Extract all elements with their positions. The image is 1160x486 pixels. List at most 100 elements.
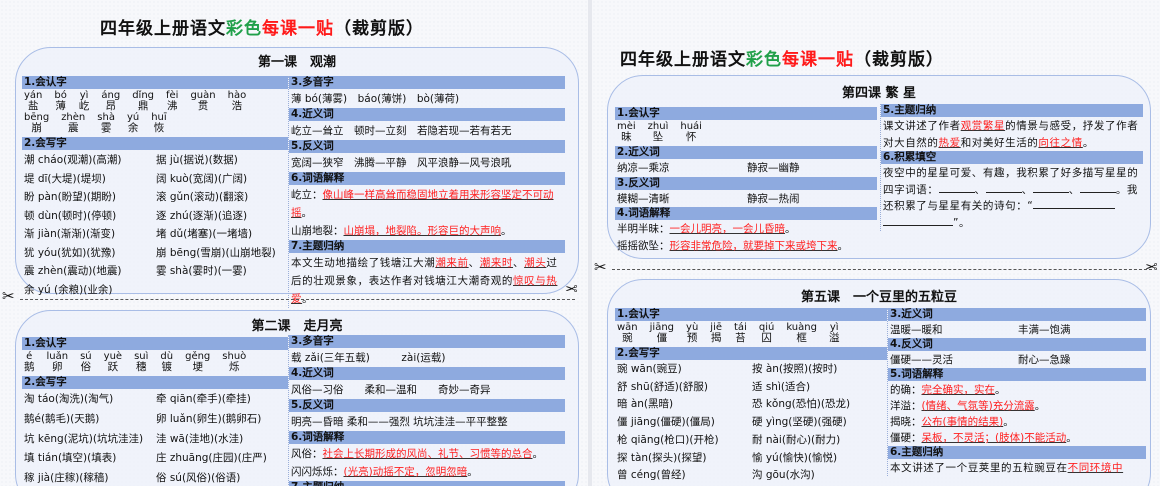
word-row: 温暖—暖和丰满—饱满	[888, 322, 1146, 338]
pinyin: shà	[97, 112, 115, 123]
pinyin: fèi	[166, 90, 179, 101]
pinyin: suì	[134, 351, 149, 362]
word-entry: 震 zhèn(震动)(地震)	[24, 265, 122, 277]
word-row: 堤 dī(大堤)(堤坝)阔 kuò(宽阔)(广阔)	[22, 170, 288, 189]
lesson-title: 第一课 观潮	[257, 55, 336, 70]
text-line: 风俗—习俗 柔和—温和 奇妙—奇异	[291, 384, 491, 396]
character: 溢	[828, 332, 840, 344]
fill-in-blank[interactable]	[883, 216, 953, 226]
pinyin: sú	[80, 351, 92, 362]
character: 框	[796, 332, 807, 344]
column-right: 3.多音字载 zǎi(三年五载) zài(运载)4.近义词风俗—习俗 柔和—温和…	[288, 335, 565, 486]
fill-in-blank[interactable]	[938, 183, 975, 193]
word-entry: 恐 kǒng(恐怕)(恐龙)	[752, 398, 851, 411]
fill-in-blank[interactable]	[1032, 183, 1069, 193]
word-row: 犹 yóu(犹如)(犹豫) 崩 bēng(雪崩)(山崩地裂)	[22, 244, 288, 263]
word-row: 曾 céng(曾经)沟 gōu(水沟)	[615, 467, 887, 485]
word-entry: 崩 bēng(雪崩)(山崩地裂)	[156, 246, 276, 259]
definition-term: 揭晓：	[890, 416, 922, 428]
highlighted-answer: 潮来前	[435, 257, 469, 269]
section-heading: 6.主题归纳	[888, 446, 1146, 459]
word-entry: 温暖—暖和	[890, 324, 943, 336]
section-heading: 7.主题归纳	[289, 481, 565, 486]
character: 鹅	[24, 361, 35, 373]
definition-answer: (情绪、气氛等)充分流露	[921, 400, 1035, 412]
character: 昧	[621, 131, 632, 143]
section: 3.反义词模糊—清晰静寂—热闹	[615, 176, 877, 208]
word-entry: 卵 luǎn(卵生)(鹅卵石)	[156, 412, 262, 425]
word-entry: 曾 céng(曾经)	[617, 469, 686, 482]
word-entry: 探 tàn(探头)(探望)	[617, 451, 707, 464]
section-heading: 3.近义词	[888, 308, 1146, 321]
section: 5.反义词宽阔—狭窄 沸腾—平静 风平浪静—风号浪吼	[289, 140, 565, 172]
character: 揭	[710, 332, 722, 344]
character: 坠	[652, 131, 664, 143]
character: 埂	[192, 361, 203, 373]
section-heading: 5.反义词	[289, 399, 565, 412]
section-heading: 6.积累填空	[881, 151, 1143, 164]
pinyin: zhuì	[647, 121, 669, 132]
text-segment: 。	[1082, 136, 1094, 149]
fill-in-blank[interactable]	[1079, 183, 1116, 193]
fill-in-blank[interactable]	[1033, 199, 1116, 209]
word-row: 僵 jiāng(僵硬)(僵局)硬 yìng(坚硬)(强硬)	[615, 414, 887, 432]
fill-in-blank[interactable]	[985, 183, 1022, 193]
pinyin: mèi	[617, 121, 636, 132]
definition: 的确：完全确实，实在。	[888, 382, 1146, 398]
scissors-icon: ✂	[1145, 258, 1158, 276]
word-entry: 霎 shà(霎时)(一霎)	[156, 265, 247, 277]
word-entry: 犹 yóu(犹如)(犹豫)	[24, 246, 116, 259]
section-heading: 2.近义词	[615, 146, 877, 159]
definition: 半明半昧：一会儿明亮，一会儿昏暗。	[615, 221, 877, 238]
cut-line	[20, 299, 575, 300]
definition: 揭晓：公布(事情的结果)。	[888, 414, 1146, 430]
text-segment: 夜空中的星星可爱、有趣，我积累了好多描写星星的四字词语：	[883, 167, 1139, 196]
title-colored-part: 彩色	[746, 50, 782, 70]
word-entry: 淘 táo(淘洗)(淘气)	[24, 393, 114, 405]
character: 昂	[105, 100, 117, 112]
definition-term: 摇摇欲坠：	[617, 239, 670, 252]
word-entry: 暗 àn(黑暗)	[617, 398, 674, 411]
column-right: 3.多音字薄 bó(薄雾) báo(薄饼) bò(薄荷)4.近义词屹立—耸立 顿…	[288, 76, 565, 308]
text-segment: 课文讲述了作者	[883, 120, 961, 132]
document-title: 四年级上册语文彩色每课一贴（裁剪版）	[100, 14, 424, 39]
word-row: 鹅é(鹅毛)(天鹅)卵 luǎn(卵生)(鹅卵石)	[22, 410, 288, 430]
word-row: 豌 wān(豌豆)按 àn(按照)(按时)	[615, 361, 887, 379]
definition: 闪闪烁烁：(光亮)动摇不定，忽明忽暗。	[289, 463, 565, 481]
pinyin: hào	[227, 90, 247, 101]
word-row: 探 tàn(探头)(探望)愉 yú(愉快)(愉悦)	[615, 450, 887, 468]
highlighted-answer: 观赏繁星	[960, 120, 1006, 132]
section: 3.多音字载 zǎi(三年五载) zài(运载)	[289, 335, 565, 367]
character: 屹	[78, 100, 90, 112]
definition: 屹立：像山峰一样高耸而稳固地立着用来形容坚定不可动摇。	[289, 186, 565, 222]
paragraph: 本文讲述了一个豆荚里的五粒豌豆在不同环境中	[888, 460, 1146, 476]
word-row: 暗 àn(黑暗) 恐 kǒng(恐怕)(恐龙)	[615, 396, 887, 414]
pinyin: yán	[24, 90, 43, 101]
section: 7.主题归纳	[289, 481, 565, 486]
section: 4.近义词屹立—耸立 顿时—立刻 若隐若现—若有若无	[289, 108, 565, 140]
pinyin: jiāng	[649, 322, 675, 333]
pinyin: yú	[126, 112, 140, 123]
character: 恢	[153, 122, 165, 134]
character: 怀	[685, 131, 697, 143]
pinyin: huái	[680, 121, 702, 132]
character: 震	[67, 122, 79, 134]
text-line: 屹立—耸立 顿时—立刻 若隐若现—若有若无	[291, 125, 512, 137]
title-part: （裁剪版）	[334, 19, 424, 39]
definition-term: 山崩地裂：	[291, 225, 344, 237]
